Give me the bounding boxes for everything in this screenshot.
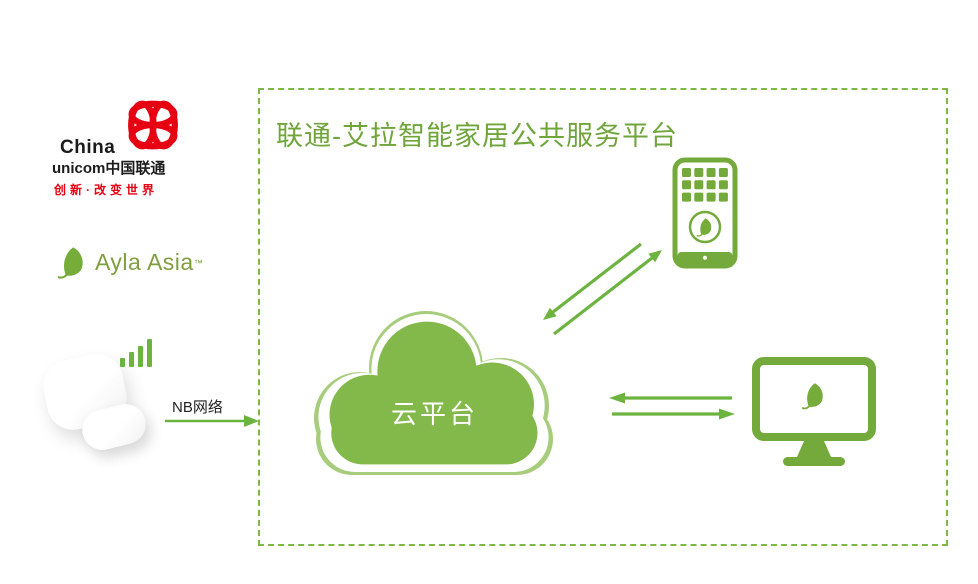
unicom-knot-icon bbox=[128, 100, 178, 150]
platform-title: 联通-艾拉智能家居公共服务平台 bbox=[276, 121, 678, 151]
ayla-trademark: ™ bbox=[193, 257, 203, 268]
nb-network-arrow bbox=[165, 415, 259, 427]
china-unicom-logo: China unicom中国联通 创新·改变世界 bbox=[52, 95, 212, 205]
unicom-wordmark-line2: unicom中国联通 bbox=[52, 160, 166, 177]
desktop-monitor-icon bbox=[752, 357, 876, 466]
monitor-stand bbox=[797, 441, 831, 457]
unicom-slogan: 创新·改变世界 bbox=[54, 183, 158, 197]
app-grid bbox=[682, 168, 728, 202]
home-button-icon bbox=[703, 255, 707, 260]
ayla-leaf-icon bbox=[57, 246, 84, 279]
arrows-cloud-monitor bbox=[609, 392, 735, 420]
unicom-wordmark-line1: China bbox=[60, 137, 116, 158]
arrows-cloud-phone bbox=[543, 242, 662, 336]
signal-bars-icon bbox=[120, 339, 152, 367]
nb-network-label: NB网络 bbox=[172, 399, 223, 416]
platform-dashed-border bbox=[258, 88, 948, 546]
monitor-base bbox=[783, 457, 845, 466]
ayla-wordmark: Ayla Asia bbox=[95, 249, 194, 275]
ayla-asia-logo: Ayla Asia ™ bbox=[56, 246, 203, 279]
smartphone-icon bbox=[672, 157, 738, 269]
cloud-platform-label: 云平台 bbox=[390, 399, 478, 429]
